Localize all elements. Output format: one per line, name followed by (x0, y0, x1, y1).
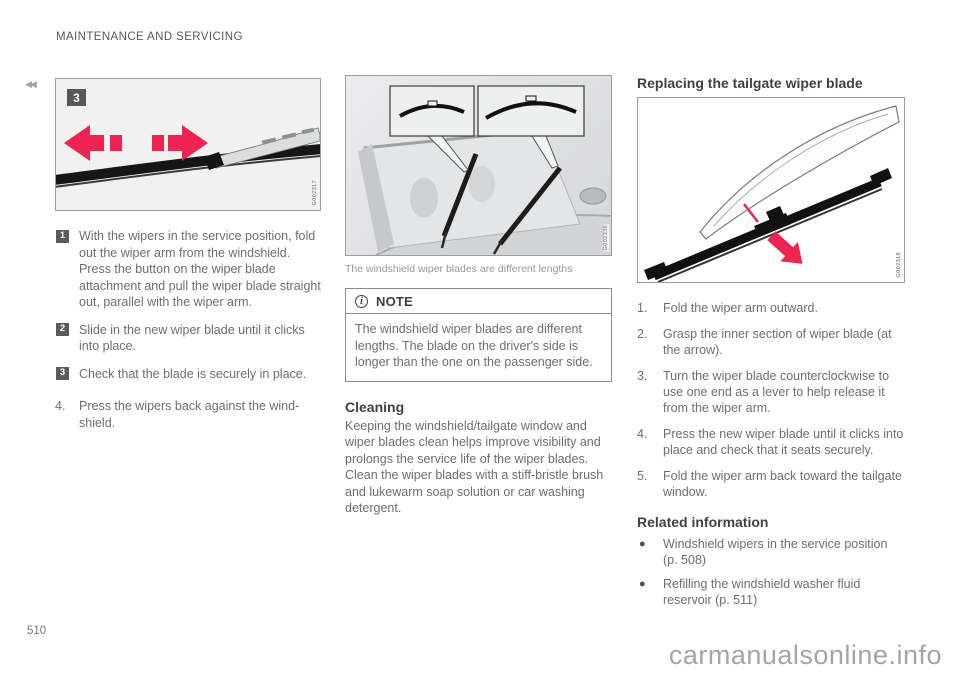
related-link-item: ● Windshield wipers in the service posit… (637, 536, 905, 568)
step-text: Slide in the new wiper blade until it cl… (79, 322, 305, 354)
watermark: carmanualsonline.info (668, 640, 942, 670)
tailgate-wiper-steps: 1. Fold the wiper arm outward. 2. Grasp … (637, 300, 905, 500)
note-body: The windshield wiper blades are differen… (355, 322, 593, 369)
figure-code: G002318 (895, 250, 902, 278)
note-title: NOTE (376, 294, 413, 309)
info-icon: i (355, 295, 368, 308)
step-item: 1 With the wipers in the service positio… (55, 228, 321, 311)
step-text: Fold the wiper arm outward. (663, 301, 818, 315)
figure-code: G002317 (311, 178, 318, 206)
step-item: 5. Fold the wiper arm back toward the ta… (637, 468, 905, 500)
step-text: Check that the blade is securely in plac… (79, 366, 307, 381)
front-wiper-steps: 1 With the wipers in the service positio… (55, 228, 321, 431)
windshield-wipers-illustration (358, 85, 611, 255)
figure-code: G002336 (602, 223, 609, 251)
related-link-text: Refilling the windshield washer fluid re… (663, 577, 861, 607)
cleaning-text: Keeping the windshield/tailgate window a… (345, 418, 604, 516)
continuation-marker-icon: ◀◀ (25, 79, 37, 89)
tailgate-section-heading: Replacing the tailgate wiper blade (637, 75, 863, 91)
related-information-list: ● Windshield wipers in the service posit… (637, 536, 905, 608)
step-number: 1. (637, 301, 648, 315)
step-number: 4. (637, 427, 648, 441)
step-text: Press the wipers back against the wind-s… (79, 399, 300, 430)
related-link-item: ● Refilling the windshield washer fluid … (637, 576, 905, 608)
step-item: 4. Press the new wiper blade until it cl… (637, 426, 905, 458)
chapter-title: MAINTENANCE AND SERVICING (56, 31, 243, 43)
step-item: 3. Turn the wiper blade counterclockwise… (637, 368, 905, 416)
bullet-icon: ● (639, 578, 646, 590)
step-number: 5. (637, 469, 648, 483)
tailgate-wiper-illustration (644, 105, 900, 282)
step-number-badge: 1 (56, 229, 69, 243)
step-text: With the wipers in the service position,… (79, 229, 321, 309)
figure-front-wiper-blade: 3 G002317 (55, 78, 321, 211)
figure-number-badge: 3 (67, 89, 86, 106)
note-header: i NOTE (346, 289, 611, 314)
step-item: 2 Slide in the new wiper blade until it … (55, 322, 321, 355)
step-number: 2. (637, 327, 648, 341)
middle-column: G002336 The windshield wiper blades are … (345, 75, 612, 517)
note-box: i NOTE The windshield wiper blades are d… (345, 288, 612, 382)
step-number: 4. (55, 399, 66, 413)
figure-caption: The windshield wiper blades are differen… (345, 263, 573, 275)
related-information-heading: Related information (637, 514, 769, 530)
step-text: Fold the wiper arm back toward the tailg… (663, 469, 903, 499)
step-item: 3 Check that the blade is securely in pl… (55, 366, 321, 383)
left-column: 3 G002317 1 With the wipers in the servi… (55, 78, 321, 442)
step-text: Press the new wiper blade until it click… (663, 427, 904, 457)
figure-windshield-wipers: G002336 (345, 75, 612, 256)
front-wiper-blade-illustration (56, 125, 320, 188)
bullet-icon: ● (639, 538, 646, 550)
step-item: 1. Fold the wiper arm outward. (637, 300, 905, 316)
page-number: 510 (27, 625, 47, 637)
related-link-text: Windshield wipers in the service positio… (663, 537, 888, 567)
right-column: Replacing the tailgate wiper blade (637, 75, 905, 616)
step-number: 3. (637, 369, 648, 383)
step-number-badge: 2 (56, 323, 69, 336)
step-item: 2. Grasp the inner section of wiper blad… (637, 326, 905, 358)
step-text: Grasp the inner section of wiper blade (… (663, 327, 892, 357)
step-text: Turn the wiper blade counterclockwise to… (663, 369, 890, 415)
step-item: 4. Press the wipers back against the win… (55, 398, 321, 431)
figure-tailgate-wiper-blade: G002318 (637, 97, 905, 283)
cleaning-heading: Cleaning (345, 398, 405, 415)
step-number-badge: 3 (56, 367, 69, 380)
